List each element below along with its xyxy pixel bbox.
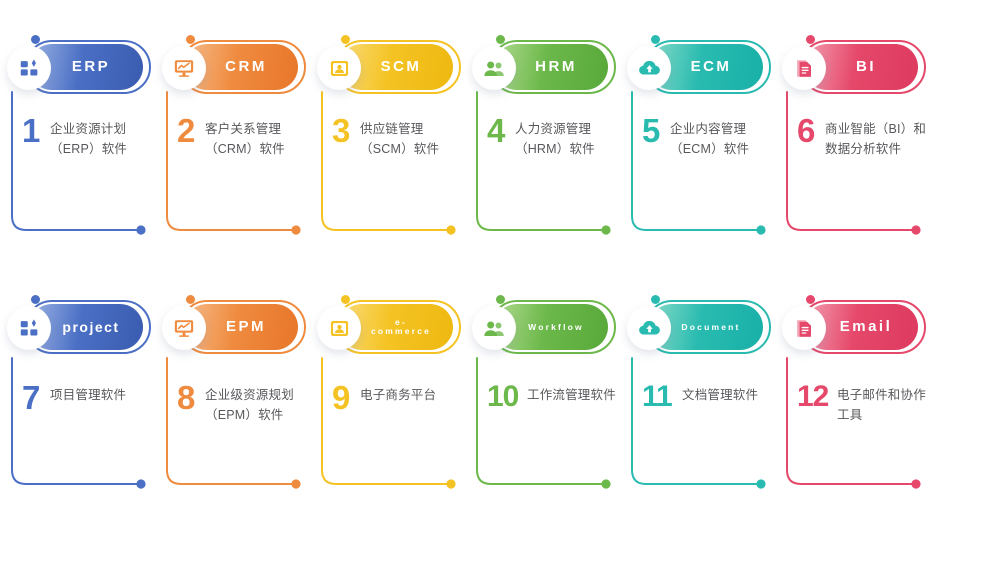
- header-label: e- commerce: [370, 317, 432, 336]
- card-number: 12: [797, 380, 829, 413]
- card-header[interactable]: CRM: [162, 35, 310, 100]
- header-dot: [341, 295, 350, 304]
- header-dot: [496, 35, 505, 44]
- monitor-chart-icon: [162, 306, 206, 350]
- infographic-card[interactable]: Document 11 文档管理软件: [620, 288, 775, 528]
- card-description: 客户关系管理（CRM）软件: [205, 122, 285, 157]
- card-description: 供应链管理（SCM）软件: [360, 122, 440, 157]
- card-header[interactable]: project: [7, 295, 155, 360]
- card-number: 7: [22, 379, 40, 416]
- infographic-row-1: ERP 1 企业资源计划（ERP）软件 CRM 2 客户关系管理（CRM）软件 SC…: [0, 28, 990, 268]
- header-dot: [31, 35, 40, 44]
- id-badge-icon: [317, 46, 361, 90]
- header-label: Document: [681, 321, 741, 332]
- card-description: 企业资源计划（ERP）软件: [50, 122, 128, 157]
- header-dot: [806, 295, 815, 304]
- header-label: EPM: [225, 318, 266, 336]
- card-description: 文档管理软件: [682, 388, 759, 402]
- header-label: ECM: [690, 58, 732, 76]
- grid-blocks-icon: [7, 46, 51, 90]
- card-body: 3 供应链管理（SCM）软件: [332, 112, 465, 160]
- card-number: 10: [487, 380, 519, 413]
- card-description: 商业智能（BI）和数据分析软件: [825, 122, 927, 157]
- card-number: 1: [22, 112, 40, 149]
- infographic-row-2: project 7 项目管理软件 EPM 8 企业级资源规划（EPM）软件 e- c…: [0, 288, 990, 528]
- header-dot: [31, 295, 40, 304]
- card-header[interactable]: HRM: [472, 35, 620, 100]
- header-dot: [651, 35, 660, 44]
- header-dot: [806, 35, 815, 44]
- grid-blocks-icon: [7, 306, 51, 350]
- header-dot: [186, 295, 195, 304]
- id-badge-icon: [317, 306, 361, 350]
- infographic-card[interactable]: ERP 1 企业资源计划（ERP）软件: [0, 28, 155, 268]
- card-header[interactable]: e- commerce: [317, 295, 465, 360]
- card-body: 4 人力资源管理（HRM）软件: [487, 112, 620, 160]
- card-number: 9: [332, 379, 350, 416]
- header-label: SCM: [380, 58, 422, 76]
- two-people-icon: [472, 306, 516, 350]
- header-label: HRM: [535, 58, 577, 76]
- card-body: 1 企业资源计划（ERP）软件: [22, 112, 155, 160]
- header-label: Workflow: [528, 321, 584, 332]
- header-dot: [651, 295, 660, 304]
- header-label: CRM: [225, 58, 267, 76]
- infographic-card[interactable]: Workflow 10 工作流管理软件: [465, 288, 620, 528]
- infographic-card[interactable]: ECM 5 企业内容管理（ECM）软件: [620, 28, 775, 268]
- header-label: ERP: [71, 58, 111, 76]
- cloud-upload-icon: [627, 306, 671, 350]
- two-people-icon: [472, 46, 516, 90]
- infographic-card[interactable]: e- commerce 9 电子商务平台: [310, 288, 465, 528]
- infographic-card[interactable]: HRM 4 人力资源管理（HRM）软件: [465, 28, 620, 268]
- card-description: 工作流管理软件: [527, 388, 616, 402]
- card-number: 11: [642, 380, 673, 413]
- card-body: 5 企业内容管理（ECM）软件: [642, 112, 775, 160]
- card-number: 6: [797, 112, 815, 149]
- document-stack-icon: [782, 46, 826, 90]
- card-number: 2: [177, 112, 195, 149]
- card-body: 11 文档管理软件: [642, 380, 775, 413]
- card-description: 电子邮件和协作工具: [837, 388, 926, 423]
- header-label: Email: [839, 318, 893, 336]
- infographic-card[interactable]: project 7 项目管理软件: [0, 288, 155, 528]
- cloud-upload-icon: [627, 46, 671, 90]
- card-body: 9 电子商务平台: [332, 379, 465, 416]
- document-stack-icon: [782, 306, 826, 350]
- card-description: 电子商务平台: [360, 388, 437, 402]
- card-body: 2 客户关系管理（CRM）软件: [177, 112, 310, 160]
- card-header[interactable]: EPM: [162, 295, 310, 360]
- card-body: 6 商业智能（BI）和数据分析软件: [797, 112, 930, 160]
- card-body: 10 工作流管理软件: [487, 380, 620, 413]
- card-header[interactable]: ECM: [627, 35, 775, 100]
- card-header[interactable]: BI: [782, 35, 930, 100]
- card-description: 企业级资源规划（EPM）软件: [205, 388, 294, 423]
- card-number: 8: [177, 379, 195, 416]
- infographic-card[interactable]: CRM 2 客户关系管理（CRM）软件: [155, 28, 310, 268]
- card-body: 7 项目管理软件: [22, 379, 155, 416]
- card-header[interactable]: Document: [627, 295, 775, 360]
- card-description: 企业内容管理（ECM）软件: [670, 122, 750, 157]
- header-dot: [496, 295, 505, 304]
- card-header[interactable]: ERP: [7, 35, 155, 100]
- header-dot: [186, 35, 195, 44]
- header-dot: [341, 35, 350, 44]
- header-label: BI: [856, 58, 876, 76]
- card-header[interactable]: SCM: [317, 35, 465, 100]
- infographic-card[interactable]: SCM 3 供应链管理（SCM）软件: [310, 28, 465, 268]
- card-body: 8 企业级资源规划（EPM）软件: [177, 379, 310, 426]
- card-header[interactable]: Workflow: [472, 295, 620, 360]
- monitor-chart-icon: [162, 46, 206, 90]
- card-number: 3: [332, 112, 350, 149]
- card-header[interactable]: Email: [782, 295, 930, 360]
- header-label: project: [62, 318, 120, 335]
- card-description: 项目管理软件: [50, 388, 127, 402]
- card-description: 人力资源管理（HRM）软件: [515, 122, 595, 157]
- card-number: 4: [487, 112, 505, 149]
- infographic-card[interactable]: BI 6 商业智能（BI）和数据分析软件: [775, 28, 930, 268]
- card-number: 5: [642, 112, 660, 149]
- infographic-card[interactable]: EPM 8 企业级资源规划（EPM）软件: [155, 288, 310, 528]
